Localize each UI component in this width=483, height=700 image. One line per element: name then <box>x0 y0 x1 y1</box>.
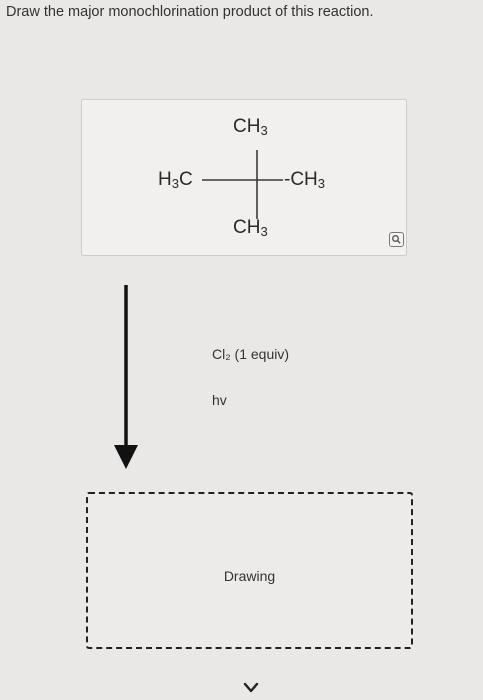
chevron-down-icon[interactable] <box>242 681 260 695</box>
down-arrow-icon <box>114 285 138 469</box>
condition-label: hv <box>212 392 227 408</box>
bond-lines <box>202 150 283 219</box>
methyl-left-label: H3C <box>158 169 193 191</box>
drawing-area[interactable]: Drawing <box>86 492 413 649</box>
reagent-label: Cl₂ (1 equiv) <box>212 346 290 362</box>
magnifier-icon <box>392 235 401 244</box>
molecule-structure-panel: CH3 H3C -CH3 CH3 <box>81 99 407 256</box>
methyl-right-label: -CH3 <box>284 169 326 191</box>
drawing-label: Drawing <box>223 568 276 584</box>
methyl-bottom-label: CH3 <box>233 217 268 239</box>
methyl-top-label: CH3 <box>233 116 268 138</box>
zoom-button[interactable] <box>389 232 404 247</box>
question-text: Draw the major monochlorination product … <box>6 4 374 20</box>
